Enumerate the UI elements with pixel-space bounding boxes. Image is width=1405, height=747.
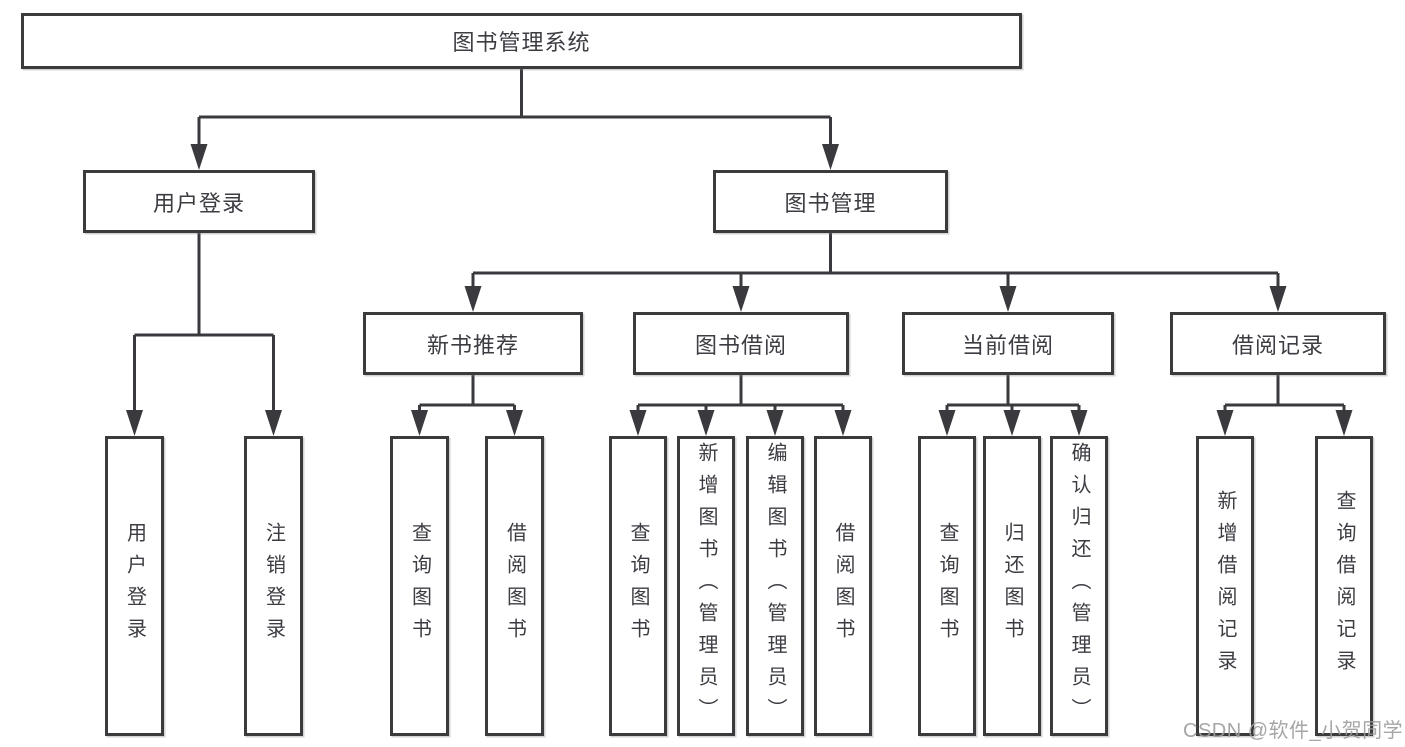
- node-current-borrow: 当前借阅: [902, 312, 1114, 375]
- csdn-watermark: CSDN @软件_小贺同学: [1183, 720, 1404, 742]
- leaf-query-books-current: 查询图书: [918, 436, 976, 736]
- leaf-label: 注销登录: [262, 522, 285, 650]
- arrowheads: [126, 144, 1353, 436]
- leaf-label: 查询图书: [408, 522, 431, 650]
- leaf-confirm-return-admin: 确认归还（管理员）: [1050, 436, 1108, 736]
- leaf-label: 借阅图书: [503, 522, 526, 650]
- leaf-query-books-recommend: 查询图书: [390, 436, 449, 736]
- node-borrow-records: 借阅记录: [1170, 312, 1386, 375]
- elbow-connectors: [133, 69, 1346, 412]
- leaf-label: 新增图书（管理员）: [695, 442, 717, 730]
- leaf-label: 确认归还（管理员）: [1068, 442, 1090, 730]
- node-book-borrow: 图书借阅: [633, 312, 849, 375]
- node-root-system: 图书管理系统: [21, 13, 1022, 69]
- leaf-query-books-borrow: 查询图书: [609, 436, 667, 736]
- leaf-borrow-books-recommend: 借阅图书: [485, 436, 544, 736]
- leaf-logout: 注销登录: [244, 436, 303, 736]
- leaf-label: 归还图书: [1001, 522, 1023, 650]
- leaf-edit-books-admin: 编辑图书（管理员）: [746, 436, 804, 736]
- leaf-label: 查询图书: [627, 522, 649, 650]
- leaf-label: 新增借阅记录: [1214, 490, 1236, 682]
- leaf-return-books: 归还图书: [983, 436, 1041, 736]
- leaf-query-borrow-record: 查询借阅记录: [1315, 436, 1373, 736]
- leaf-label: 查询借阅记录: [1333, 490, 1355, 682]
- leaf-label: 借阅图书: [832, 522, 854, 650]
- leaf-label: 用户登录: [123, 522, 146, 650]
- leaf-add-books-admin: 新增图书（管理员）: [677, 436, 735, 736]
- leaf-user-login: 用户登录: [105, 436, 164, 736]
- node-new-book-recommend: 新书推荐: [363, 312, 583, 375]
- leaf-add-borrow-record: 新增借阅记录: [1196, 436, 1254, 736]
- leaf-borrow-books: 借阅图书: [814, 436, 872, 736]
- node-user-login: 用户登录: [83, 170, 315, 233]
- leaf-label: 编辑图书（管理员）: [764, 442, 786, 730]
- leaf-label: 查询图书: [936, 522, 958, 650]
- node-book-management: 图书管理: [713, 170, 948, 233]
